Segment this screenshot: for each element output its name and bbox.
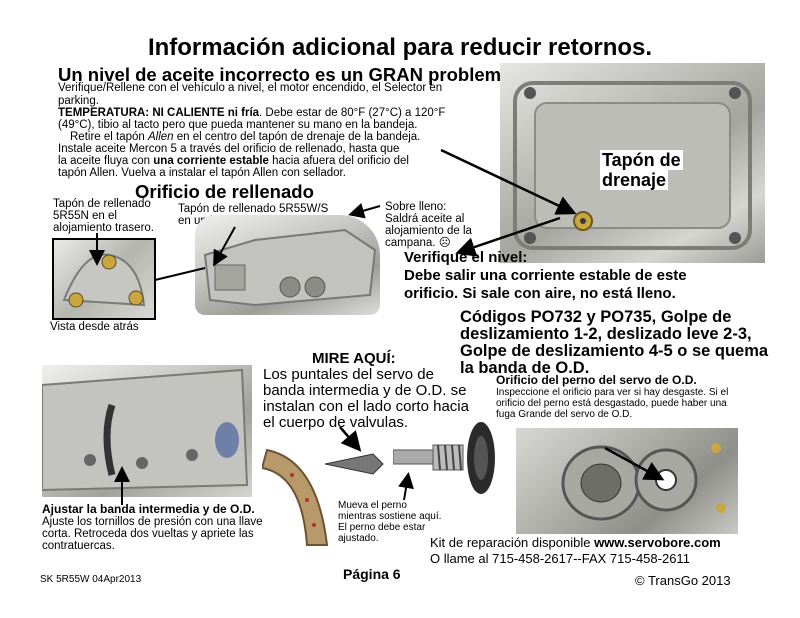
pin-line-2: mientras sostiene aquí.	[338, 511, 442, 522]
overfill-2: Saldrá aceite al	[385, 213, 465, 225]
oil-heading: Un nivel de aceite incorrecto es un GRAN…	[58, 64, 518, 85]
adjust-line-3: contratuercas.	[42, 540, 115, 552]
oil-retire: Retire el tapón Allen en el centro del t…	[70, 131, 420, 144]
retire-italic: Allen	[148, 131, 174, 143]
temp-label: TEMPERATURA: NI CALIENTE ni fría	[58, 107, 260, 119]
band-adjust-photo	[42, 365, 252, 497]
servo-line-3: fuga Grande del servo de O.D.	[496, 409, 633, 420]
rear-fill-label-1: Tapón de rellenado	[53, 198, 151, 210]
transmission-photo	[195, 215, 380, 315]
servo-bore-drawing	[561, 443, 726, 521]
look-line-2: banda intermedia y de O.D. se	[263, 382, 467, 399]
band-drawing	[260, 448, 329, 546]
install-pre: la aceite fluya con	[58, 155, 154, 167]
drain-label-2: drenaje	[600, 170, 669, 191]
codes-line-1: Códigos PO732 y PO735, Golpe de	[460, 308, 732, 326]
oil-temp-line-2: (49°C), tibio al tacto pero que pueda ma…	[58, 119, 418, 131]
rear-fill-label-3: alojamiento trasero.	[53, 222, 154, 234]
page-title: Información adicional para reducir retor…	[147, 34, 653, 61]
look-line-3: instalan con el lado corto hacia	[263, 398, 469, 415]
pin-line-3: El perno debe estar	[338, 522, 426, 533]
look-line-1: Los puntales del servo de	[263, 366, 434, 383]
servo-heading: Orificio del perno del servo de O.D.	[496, 373, 697, 387]
temp-rest-1: . Debe estar de 80°F (27°C) a 120°F	[259, 107, 446, 119]
oil-line-1: Verifique/Rellene con el vehículo a nive…	[58, 82, 443, 94]
look-line-4: el cuerpo de valvulas.	[263, 414, 409, 431]
page-number: Página 6	[343, 566, 401, 582]
pin-line-4: ajustado.	[338, 533, 379, 544]
codes-line-3: Golpe de deslizamiento 4-5 o se quema	[460, 342, 769, 360]
overfill-1: Sobre lleno:	[385, 201, 447, 213]
overfill-arrow	[348, 203, 381, 219]
pin-line-1: Mueva el perno	[338, 500, 407, 511]
adjust-line-2: corta. Retroceda dos vueltas y apriete l…	[42, 528, 254, 540]
kit-pre: Kit de reparación disponible	[430, 535, 595, 550]
footer-code: SK 5R55W 04Apr2013	[40, 574, 142, 585]
drain-label-1: Tapón de	[600, 150, 683, 171]
kit-url[interactable]: www.servobore.com	[594, 535, 721, 550]
rear-housing-drawing	[62, 253, 146, 308]
overfill-4: campana. ☹	[385, 237, 451, 249]
transmission-drawing	[203, 228, 377, 307]
servo-line-1: Inspeccione el orificio para ver si hay …	[496, 387, 729, 398]
kit-phone: O llame al 715-458-2617--FAX 715-458-261…	[430, 551, 690, 566]
rear-view-photo	[52, 238, 156, 320]
oil-install-2: la aceite fluya con una corriente establ…	[58, 155, 409, 168]
install-post: hacia afuera del orificio del	[268, 155, 409, 167]
copyright: © TransGo 2013	[635, 573, 731, 588]
servo-line-2: orificio del perno está desgastado, pued…	[496, 398, 727, 409]
strut-drawing	[324, 453, 384, 475]
overfill-3: alojamiento de la	[385, 225, 472, 237]
side-fill-label-1: Tapón de rellenado 5R55W/S	[178, 203, 329, 215]
kit-line: Kit de reparación disponible www.servobo…	[430, 535, 721, 551]
fill-heading: Orificio de rellenado	[135, 181, 314, 202]
oil-install-3: tapón Allen. Vuelva a instalar el tapón …	[58, 167, 346, 179]
strut-part	[324, 450, 385, 478]
oil-line-2: parking.	[58, 95, 99, 107]
verify-line-3: orificio. Si sale con aire, no está llen…	[404, 285, 676, 302]
rear-fill-label-2: 5R55N en el	[53, 210, 117, 222]
adjust-line-1: Ajuste los tornillos de presión con una …	[42, 516, 263, 528]
band-photo	[260, 440, 332, 550]
oil-install-1: Instale aceite Mercon 5 a través del ori…	[58, 143, 400, 155]
verify-line-1: Verifique el nivel:	[404, 249, 528, 266]
codes-line-4: la banda de O.D.	[460, 359, 590, 377]
oil-temperature: TEMPERATURA: NI CALIENTE ni fría. Debe e…	[58, 107, 445, 120]
case-drawing	[42, 368, 249, 492]
rear-view-caption: Vista desde atrás	[50, 321, 139, 333]
install-bold: una corriente estable	[153, 155, 269, 167]
servo-piston	[392, 420, 498, 495]
codes-line-2: deslizamiento 1-2, deslizado leve 2-3,	[460, 325, 752, 343]
piston-drawing	[392, 422, 495, 494]
adjust-heading: Ajustar la banda intermedia y de O.D.	[42, 502, 255, 516]
servo-bore-photo	[516, 428, 738, 534]
verify-line-2: Debe salir una corriente estable de este	[404, 267, 687, 284]
retire-pre: Retire el tapón	[70, 131, 148, 143]
retire-post: en el centro del tapón de drenaje de la …	[173, 131, 421, 143]
look-heading: MIRE AQUÍ:	[312, 350, 396, 367]
